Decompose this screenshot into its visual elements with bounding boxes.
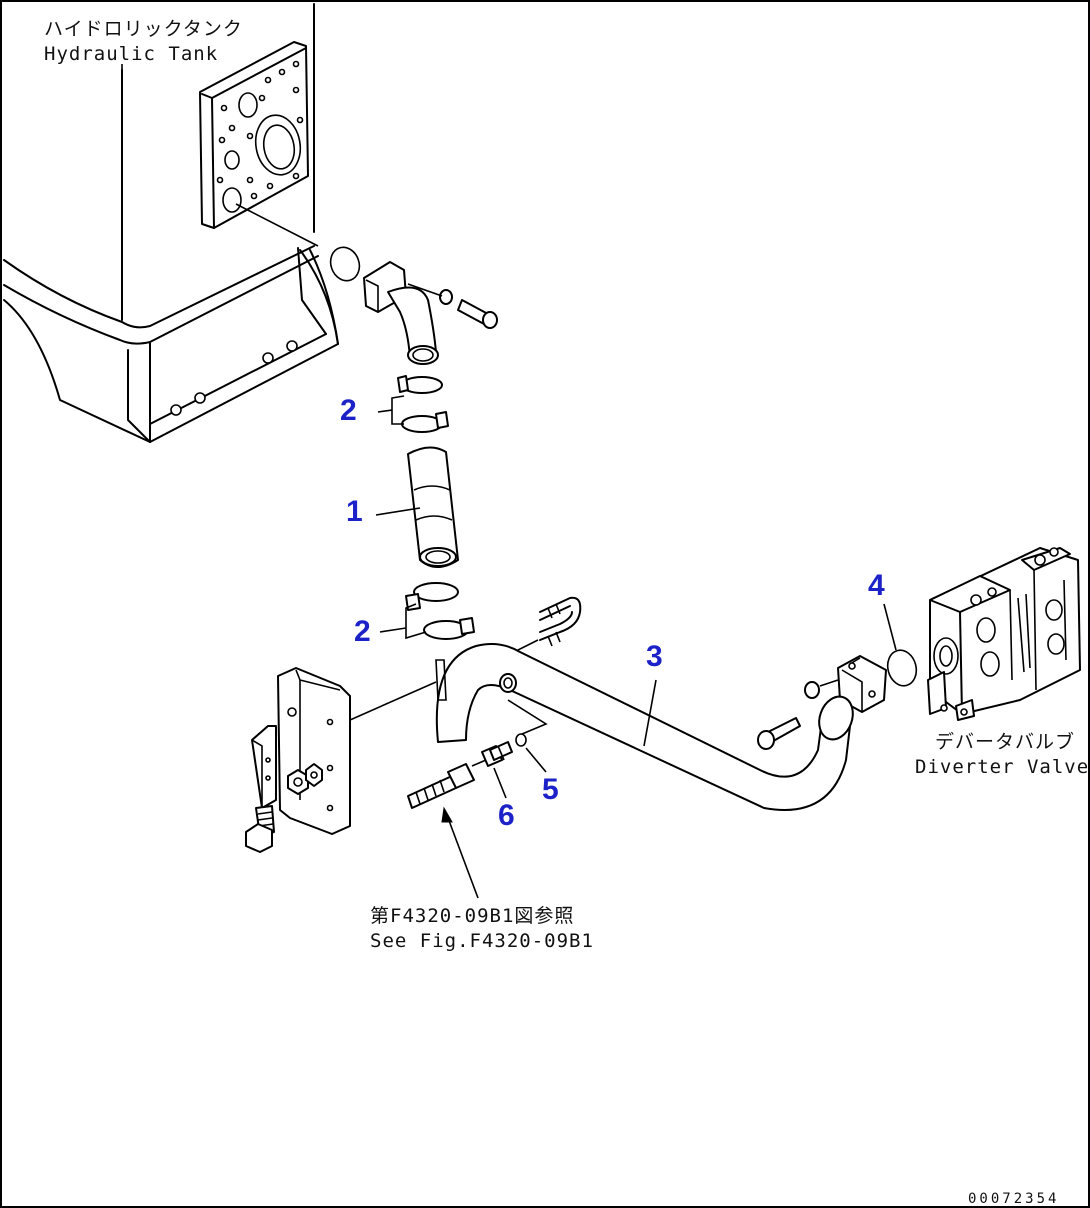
leader-lines (121, 64, 897, 899)
reference-label-jp: 第F4320-09B1図参照 (370, 905, 574, 927)
callout-1: 1 (346, 495, 363, 528)
upper-elbow-flange-drawing (363, 261, 498, 365)
tank-label-jp: ハイドロリックタンク (44, 18, 243, 40)
callout-6: 6 (498, 799, 515, 832)
tube-drawing (435, 643, 887, 811)
callout-5: 5 (542, 773, 559, 806)
hose-drawing (407, 446, 459, 568)
upper-clamps-drawing (397, 375, 449, 433)
hydraulic-tank-drawing (3, 3, 339, 443)
tank-label-en: Hydraulic Tank (44, 43, 218, 65)
callout-2-lower: 2 (354, 615, 371, 648)
reference-label-en: See Fig.F4320-09B1 (370, 930, 594, 952)
o-ring-upper-icon (329, 246, 361, 282)
mounting-bracket-drawing (245, 667, 437, 853)
diverter-valve-drawing (927, 547, 1081, 721)
callout-2-upper: 2 (340, 394, 357, 427)
valve-label-en: Diverter Valve (915, 756, 1089, 778)
lower-clamps-drawing (405, 582, 475, 640)
o-ring-lower-icon (886, 649, 918, 687)
valve-label-jp: デバータバルブ (935, 730, 1075, 753)
small-o-ring-icon (515, 733, 527, 747)
drawing-code: 00072354 (968, 1191, 1059, 1207)
fitting-drawing (407, 699, 548, 809)
callout-3: 3 (646, 640, 663, 673)
callout-4: 4 (868, 569, 885, 602)
